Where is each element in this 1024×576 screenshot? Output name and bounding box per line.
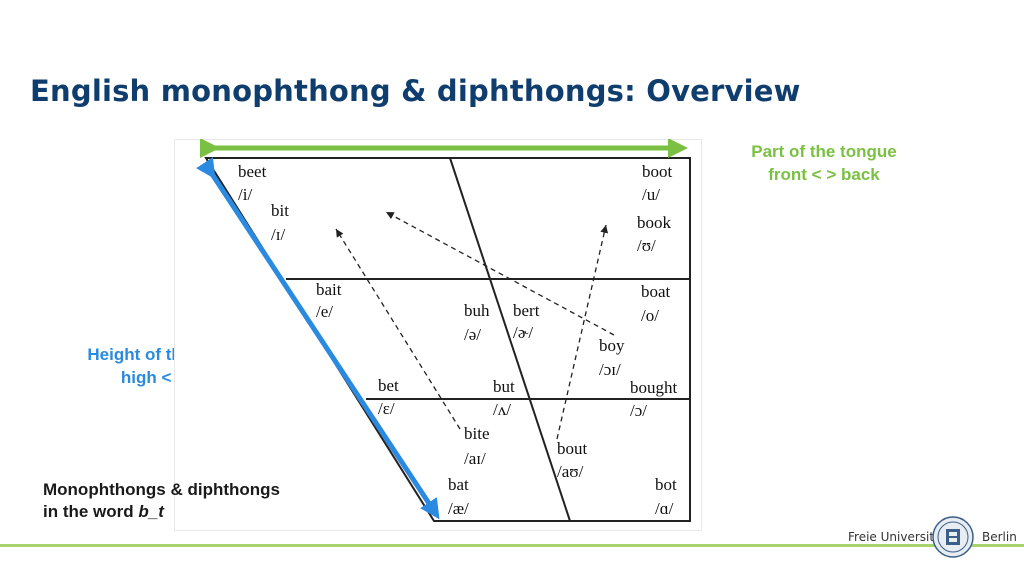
diphthong-arrow-au xyxy=(556,224,609,440)
logo-text-right: Berlin xyxy=(982,530,1017,544)
vowel-ipa-bout: /aʊ/ xyxy=(557,462,584,481)
vowel-ipa-beet: /i/ xyxy=(238,185,252,204)
word-frame-label: Monophthongs & diphthongs in the word b_… xyxy=(43,479,343,523)
vowel-word-bite: bite xyxy=(464,424,490,443)
tongue-part-line2: front < > back xyxy=(768,165,880,184)
vowel-word-buh: buh xyxy=(464,301,490,320)
university-logo: Freie Universität Berlin xyxy=(846,514,1017,560)
vowel-word-bet: bet xyxy=(378,376,399,395)
vowel-ipa-bite: /aɪ/ xyxy=(464,449,486,468)
vowel-word-bert: bert xyxy=(513,301,540,320)
tongue-part-label: Part of the tongue front < > back xyxy=(730,140,918,186)
vowel-ipa-bought: /ɔ/ xyxy=(630,401,647,420)
tongue-part-line1: Part of the tongue xyxy=(751,142,897,161)
footer-divider xyxy=(0,544,1024,547)
vowel-word-boat: boat xyxy=(641,282,671,301)
vowel-word-but: but xyxy=(493,377,515,396)
vowel-word-boy: boy xyxy=(599,336,625,355)
vowel-ipa-buh: /ə/ xyxy=(464,325,481,344)
vowel-ipa-boot: /u/ xyxy=(642,185,660,204)
vowel-word-boot: boot xyxy=(642,162,673,181)
university-seal-icon xyxy=(932,516,974,558)
vowel-ipa-book: /ʊ/ xyxy=(637,236,656,255)
vowel-ipa-bit: /ɪ/ xyxy=(271,225,285,244)
vowel-word-bit: bit xyxy=(271,201,289,220)
vowel-word-book: book xyxy=(637,213,672,232)
diphthong-arrow-oi xyxy=(385,211,615,336)
vowel-chart: beet /i/ bit /ɪ/ bait /e/ bet /ɛ/ bat /æ… xyxy=(196,139,691,522)
vowel-ipa-but: /ʌ/ xyxy=(493,400,511,419)
vowel-ipa-bert: /ɚ/ xyxy=(513,323,533,342)
word-frame-line1: Monophthongs & diphthongs xyxy=(43,480,280,499)
vowel-ipa-bait: /e/ xyxy=(316,302,333,321)
vowel-word-bout: bout xyxy=(557,439,588,458)
vowel-word-bat: bat xyxy=(448,475,469,494)
vowel-word-beet: beet xyxy=(238,162,267,181)
high-low-arrow xyxy=(196,157,440,520)
vowel-word-bought: bought xyxy=(630,378,678,397)
vowel-word-bait: bait xyxy=(316,280,342,299)
vowel-word-bot: bot xyxy=(655,475,677,494)
vowel-ipa-boy: /ɔɪ/ xyxy=(599,360,621,379)
word-frame-prefix: in the word xyxy=(43,502,139,521)
slide-title: English monophthong & diphthongs: Overvi… xyxy=(30,74,801,108)
vowel-ipa-bot: /ɑ/ xyxy=(655,499,674,518)
word-frame-line2: in the word b_t xyxy=(43,501,343,523)
central-divider xyxy=(449,157,571,522)
vowel-ipa-bat: /æ/ xyxy=(448,499,469,518)
logo-text-left: Freie Universität xyxy=(848,530,947,544)
vowel-ipa-bet: /ɛ/ xyxy=(378,399,395,418)
word-frame-pattern: b_t xyxy=(138,502,164,521)
vowel-ipa-boat: /o/ xyxy=(641,306,659,325)
